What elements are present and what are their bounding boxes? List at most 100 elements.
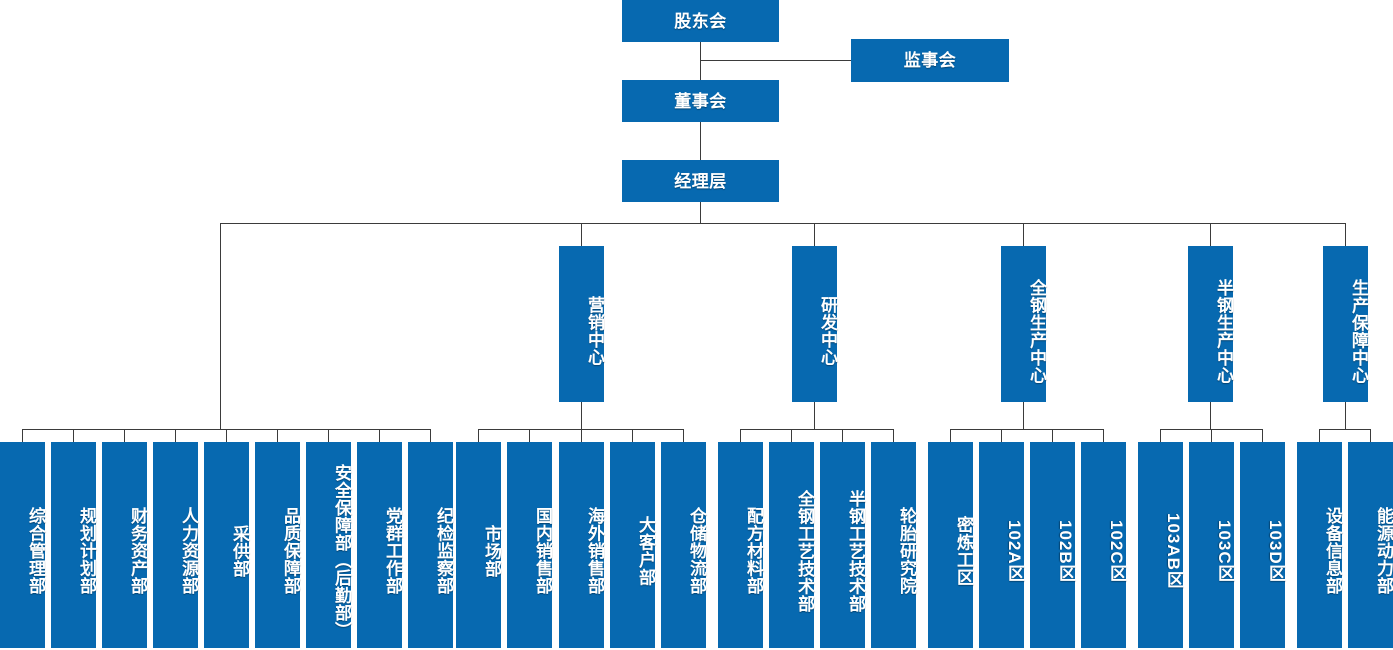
drop-zone-103d — [1262, 429, 1263, 442]
node-dept-tire-institute[interactable]: 轮胎研究院 — [871, 442, 916, 648]
node-dept-discipline[interactable]: 纪检监察部 — [408, 442, 453, 648]
node-label: 国内销售部 — [533, 507, 552, 595]
node-label: 董事会 — [674, 91, 727, 111]
node-label: 纪检监察部 — [434, 507, 453, 595]
node-label: 103C区 — [1215, 519, 1234, 583]
node-board-of-supervisors[interactable]: 监事会 — [851, 39, 1009, 82]
drop-overseas-sales — [581, 429, 582, 442]
node-shareholders-meeting[interactable]: 股东会 — [622, 0, 779, 42]
node-dept-planning[interactable]: 规划计划部 — [51, 442, 96, 648]
node-dept-all-steel-process[interactable]: 全钢工艺技术部 — [769, 442, 814, 648]
node-center-all-steel[interactable]: 全钢生产中心 — [1001, 246, 1046, 402]
node-center-semi-steel[interactable]: 半钢生产中心 — [1188, 246, 1233, 402]
node-label: 市场部 — [482, 524, 501, 578]
node-management-layer[interactable]: 经理层 — [622, 160, 779, 202]
sub-bus-marketing — [478, 429, 683, 430]
connector-board-to-management — [700, 122, 701, 160]
node-dept-energy-power[interactable]: 能源动力部 — [1348, 442, 1393, 648]
drop-zone-102b — [1052, 429, 1053, 442]
drop-all-steel-process — [791, 429, 792, 442]
node-label: 全钢工艺技术部 — [795, 489, 814, 613]
drop-human-resources — [175, 429, 176, 442]
connector-supervisors-link — [700, 60, 851, 61]
drop-warehouse-logistics — [683, 429, 684, 442]
node-label: 生产保障中心 — [1349, 278, 1368, 384]
drop-market — [478, 429, 479, 442]
node-label: 能源动力部 — [1374, 507, 1393, 595]
node-label: 102C区 — [1107, 519, 1126, 583]
node-label: 安全保障部（后勤部） — [332, 463, 351, 639]
sub-bus-rnd — [740, 429, 893, 430]
node-unit-zone-103ab[interactable]: 103AB区 — [1138, 442, 1183, 648]
node-unit-mixing-zone[interactable]: 密炼工区 — [928, 442, 973, 648]
node-dept-overseas-sales[interactable]: 海外销售部 — [559, 442, 604, 648]
connector-shareholders-to-board — [700, 42, 701, 80]
node-dept-warehouse-logistics[interactable]: 仓储物流部 — [661, 442, 706, 648]
node-dept-procurement[interactable]: 采供部 — [204, 442, 249, 648]
connector-bus-to-production-support — [1345, 223, 1346, 246]
main-bus — [220, 223, 1345, 224]
drop-zone-103c — [1211, 429, 1212, 442]
node-label: 人力资源部 — [179, 507, 198, 595]
drop-semi-steel-process — [842, 429, 843, 442]
node-dept-market[interactable]: 市场部 — [456, 442, 501, 648]
node-label: 仓储物流部 — [687, 507, 706, 595]
node-label: 监事会 — [903, 51, 957, 70]
sub-bus-production-support — [1319, 429, 1370, 430]
connector-production-support-to-subbus — [1345, 402, 1346, 429]
node-label: 密炼工区 — [954, 516, 973, 586]
drop-mixing-zone — [950, 429, 951, 442]
node-unit-zone-102a[interactable]: 102A区 — [979, 442, 1024, 648]
drop-zone-102c — [1103, 429, 1104, 442]
node-dept-quality[interactable]: 品质保障部 — [255, 442, 300, 648]
drop-finance-asset — [124, 429, 125, 442]
connector-bus-to-semi-steel — [1210, 223, 1211, 246]
node-label: 营销中心 — [585, 296, 604, 366]
node-dept-party-affairs[interactable]: 党群工作部 — [357, 442, 402, 648]
node-label: 海外销售部 — [585, 507, 604, 595]
drop-equipment-info — [1319, 429, 1320, 442]
node-dept-key-account[interactable]: 大客户部 — [610, 442, 655, 648]
node-center-production-support[interactable]: 生产保障中心 — [1323, 246, 1368, 402]
connector-bus-to-rnd — [814, 223, 815, 246]
node-dept-domestic-sales[interactable]: 国内销售部 — [507, 442, 552, 648]
node-center-rnd[interactable]: 研发中心 — [792, 246, 837, 402]
connector-rnd-to-subbus — [814, 402, 815, 429]
node-label: 党群工作部 — [383, 507, 402, 595]
drop-quality — [277, 429, 278, 442]
node-unit-zone-103d[interactable]: 103D区 — [1240, 442, 1285, 648]
node-label: 规划计划部 — [77, 507, 96, 595]
node-unit-zone-102c[interactable]: 102C区 — [1081, 442, 1126, 648]
connector-all-steel-to-subbus — [1023, 402, 1024, 429]
node-dept-finance-asset[interactable]: 财务资产部 — [102, 442, 147, 648]
drop-party-affairs — [379, 429, 380, 442]
node-dept-formula-material[interactable]: 配方材料部 — [718, 442, 763, 648]
node-unit-zone-102b[interactable]: 102B区 — [1030, 442, 1075, 648]
node-unit-zone-103c[interactable]: 103C区 — [1189, 442, 1234, 648]
node-dept-general-admin[interactable]: 综合管理部 — [0, 442, 45, 648]
node-dept-semi-steel-process[interactable]: 半钢工艺技术部 — [820, 442, 865, 648]
connector-management-to-bus — [700, 202, 701, 223]
connector-bus-to-functional-branch — [220, 223, 221, 429]
drop-tire-institute — [893, 429, 894, 442]
node-label: 综合管理部 — [26, 507, 45, 595]
node-label: 经理层 — [674, 171, 727, 191]
drop-procurement — [226, 429, 227, 442]
node-label: 大客户部 — [636, 516, 655, 586]
node-label: 轮胎研究院 — [897, 507, 916, 595]
node-label: 财务资产部 — [128, 507, 147, 595]
node-label: 股东会 — [674, 11, 727, 31]
node-label: 半钢生产中心 — [1214, 278, 1233, 384]
node-dept-safety[interactable]: 安全保障部（后勤部） — [306, 442, 351, 648]
drop-zone-102a — [1001, 429, 1002, 442]
node-dept-human-resources[interactable]: 人力资源部 — [153, 442, 198, 648]
node-board-of-directors[interactable]: 董事会 — [622, 80, 779, 122]
drop-discipline — [430, 429, 431, 442]
node-center-marketing[interactable]: 营销中心 — [559, 246, 604, 402]
node-label: 研发中心 — [818, 296, 837, 366]
drop-safety — [328, 429, 329, 442]
node-dept-equipment-info[interactable]: 设备信息部 — [1297, 442, 1342, 648]
drop-zone-103ab — [1160, 429, 1161, 442]
connector-bus-to-marketing — [581, 223, 582, 246]
